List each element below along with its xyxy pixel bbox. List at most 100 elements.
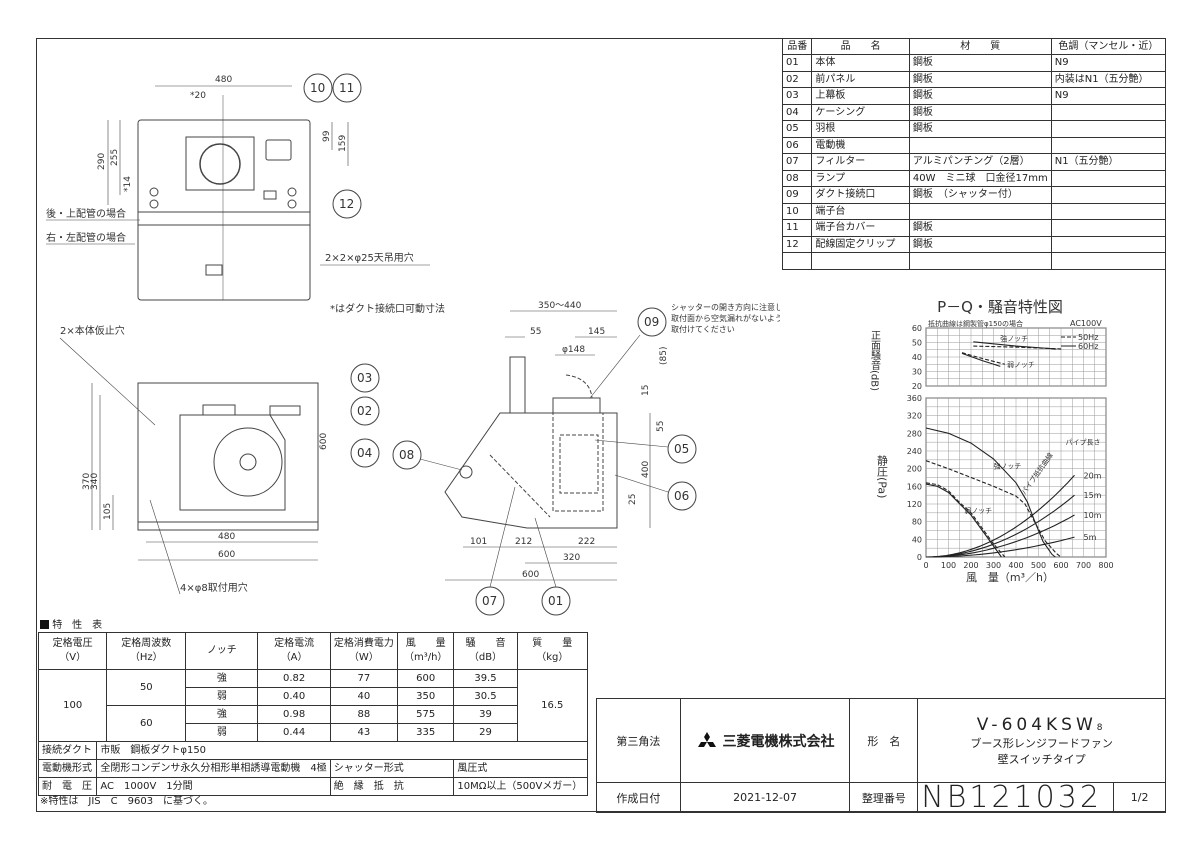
- dim-99: 99: [322, 130, 332, 142]
- parts-name: ダクト接続口: [811, 186, 910, 204]
- callout-04: [350, 438, 380, 468]
- spec-header-unit: （W）: [348, 652, 379, 663]
- parts-material: アルミパンチング（2層）: [908, 153, 1052, 171]
- spec-noise: 39.5: [453, 669, 518, 688]
- spec-header-title: 定格消費電力: [333, 638, 394, 649]
- leader-line: [534, 517, 557, 588]
- spec-note: ※特性は JIS C 9603 に基づく。: [40, 796, 214, 807]
- callout-07-label: 07: [482, 594, 497, 608]
- mitsubishi-logo-icon: [697, 731, 716, 747]
- duct-opening: [199, 143, 241, 185]
- product-name: ブース形レンジフードファン: [970, 736, 1113, 750]
- spec-notch: 弱: [185, 687, 259, 706]
- filter-hidden: [489, 454, 551, 518]
- withstand-value: AC 1000V 1分間: [96, 777, 331, 796]
- technical-drawings: 480 *20 290 255 *14 99 159 10 11 12 後・上配…: [46, 73, 780, 616]
- callout-11-label: 11: [339, 81, 354, 95]
- parts-color: [1050, 103, 1167, 121]
- parts-material: 鋼板 （シャッター付）: [908, 186, 1052, 204]
- parts-color: [1050, 136, 1167, 154]
- spec-header-unit: （Hz）: [129, 652, 163, 663]
- dim-600: 600: [522, 570, 539, 580]
- square-bullet-icon: [40, 620, 49, 629]
- side-view-body: [444, 412, 618, 529]
- pressure-panel-y-tick: 320: [907, 412, 922, 421]
- parts-material: 鋼板: [908, 54, 1052, 72]
- parts-name: 配線固定クリップ: [811, 235, 910, 253]
- fan-hidden: [559, 434, 599, 494]
- callout-12: [332, 189, 362, 219]
- pipe-length-label: 5m: [1084, 533, 1097, 542]
- chart-title: P－Q・騒音特性図: [937, 298, 1063, 316]
- blank-cell: [781, 252, 813, 270]
- callout-02: [350, 396, 380, 426]
- spec-airflow: 600: [396, 669, 455, 688]
- spec-table-title: 特 性 表: [40, 616, 102, 631]
- spec-header-unit: （V）: [59, 652, 87, 663]
- parts-name: 上幕板: [811, 87, 910, 105]
- label-temp-holes: 2×本体仮止穴: [60, 324, 125, 337]
- spec-frequency: 50: [106, 669, 187, 706]
- dim-480: 480: [215, 75, 232, 85]
- spec-title-text: 特 性 表: [52, 620, 103, 631]
- spec-header: 定格電圧（V）: [37, 632, 108, 670]
- terminal-box: [265, 139, 292, 161]
- spec-header-unit: （kg）: [536, 652, 569, 663]
- x-tick: 600: [1053, 561, 1068, 570]
- motor: [202, 404, 236, 416]
- legend-label: 50Hz: [1078, 333, 1098, 342]
- parts-color: N9: [1050, 54, 1167, 72]
- spec-notch: 強: [185, 669, 259, 688]
- parts-name: 本体: [811, 54, 910, 72]
- product-type: 壁スイッチタイプ: [997, 752, 1086, 766]
- parts-no: 04: [781, 103, 813, 121]
- spec-header: 定格電流（A）: [257, 632, 331, 670]
- top-view: 480 *20 290 255 *14 99 159 10 11 12 後・上配…: [46, 73, 445, 315]
- pressure-curve: [925, 427, 1056, 558]
- parts-no: 10: [781, 202, 813, 220]
- dim-370: 370: [82, 473, 92, 490]
- spec-header: ノッチ: [185, 632, 259, 670]
- x-tick: 200: [963, 561, 978, 570]
- shutter-value: 風圧式: [453, 759, 588, 778]
- spec-noise: 30.5: [453, 687, 518, 706]
- parts-material: 鋼板: [908, 120, 1052, 138]
- noise-axis-label: 正面騒音(dB): [869, 330, 881, 391]
- noise-panel-y-tick: 40: [912, 353, 922, 362]
- top-view-body: [137, 119, 311, 301]
- callout-05: [667, 434, 697, 464]
- dim-290: 290: [97, 153, 107, 170]
- callout-05-label: 05: [674, 442, 689, 456]
- pipe-resistance-curve: [926, 536, 1075, 558]
- switch-box: [263, 190, 277, 200]
- x-tick: 500: [1031, 561, 1046, 570]
- parts-name: 電動機: [811, 136, 910, 154]
- spec-header-title: 騒 音: [465, 638, 506, 649]
- model-suffix: 8: [1096, 722, 1107, 733]
- pressure-panel-y-tick: 0: [917, 553, 922, 562]
- pressure-panel-y-tick: 360: [907, 394, 922, 403]
- curve-label: パイプ長さ: [1066, 438, 1101, 446]
- parts-color: 内装はN1（五分艶）: [1050, 70, 1167, 88]
- parts-color: [1050, 219, 1167, 237]
- dim-55: 55: [530, 327, 541, 337]
- parts-material: 鋼板: [908, 103, 1052, 121]
- dim-600: 600: [218, 550, 235, 560]
- parts-no: 11: [781, 219, 813, 237]
- leader-line: [149, 499, 181, 595]
- spec-header: 定格消費電力 （W）: [329, 632, 399, 670]
- parts-no: 06: [781, 136, 813, 154]
- spec-header: 質 量（kg）: [516, 632, 589, 670]
- parts-material: 鋼板: [908, 219, 1052, 237]
- spec-notch: 強: [185, 705, 259, 724]
- doc-no-value: NB121032: [917, 782, 1115, 813]
- lamp-icon: [205, 264, 223, 276]
- spec-current: 0.98: [257, 705, 331, 724]
- duct-flange: [185, 136, 255, 191]
- leader-line: [594, 439, 669, 448]
- spec-current: 0.82: [257, 669, 331, 688]
- doc-no-label: 整理番号: [849, 782, 919, 813]
